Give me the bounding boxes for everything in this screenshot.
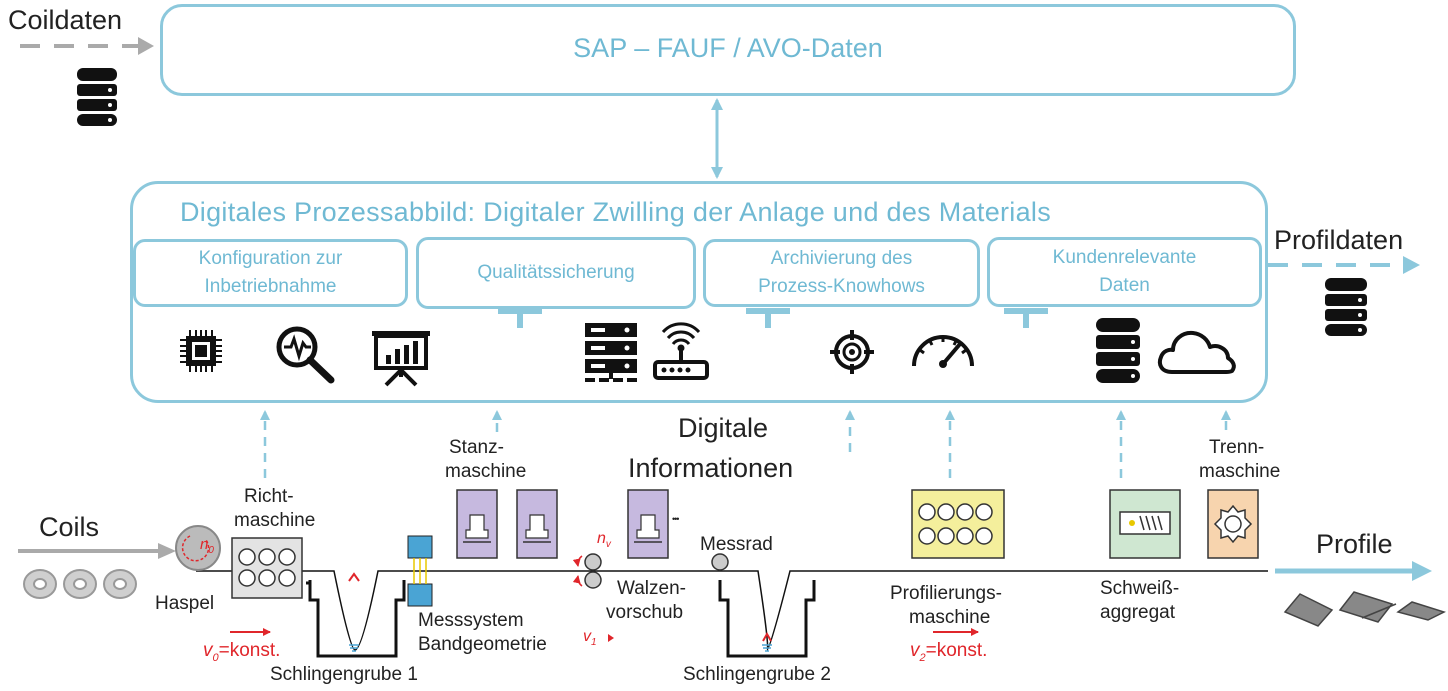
speedometer-icon (912, 335, 974, 368)
trennmaschine-box (1207, 489, 1259, 559)
module-qualitaet: Qualitätssicherung (416, 237, 696, 309)
sensor-1 (348, 572, 360, 582)
module-archivierung: Archivierung des Prozess-Knowhows (703, 239, 980, 307)
digitale-info-line1: Digitale (678, 413, 769, 443)
trenn-line1: Trenn- (1209, 437, 1265, 458)
module-archivierung-line1: Archivierung des (770, 248, 913, 269)
chip-icon (180, 330, 222, 372)
nv-sub: v (605, 539, 611, 551)
n0-label: n0 (200, 536, 214, 556)
profildaten-arrow (1268, 256, 1420, 274)
n0-letter: n (200, 536, 209, 553)
profile-label: Profile (1316, 529, 1393, 559)
schlingengrube1-label: Schlingengrube 1 (270, 664, 418, 685)
database-icon (1096, 318, 1140, 383)
messsystem-device (407, 535, 433, 607)
profile-arrow (1275, 561, 1432, 581)
v0-suffix: =konst. (218, 640, 281, 661)
nv-letter: n (597, 530, 606, 547)
module-qualitaet-line1: Qualitätssicherung (477, 262, 635, 283)
trenn-line2: maschine (1199, 461, 1281, 482)
v0-label: v0=konst. (203, 640, 280, 664)
profilierung-line1: Profilierungs- (890, 583, 1002, 604)
stanzmaschine-1 (456, 489, 498, 559)
stanzmaschine-2 (516, 489, 558, 559)
sap-title: SAP – FAUF / AVO-Daten (573, 33, 883, 63)
coils-label: Coils (39, 512, 100, 542)
stanz-line2: maschine (445, 461, 527, 482)
module-konfiguration-line1: Konfiguration zur (198, 248, 343, 269)
server-icon (585, 323, 637, 382)
schweiss-line2: aggregat (1100, 602, 1176, 623)
analysis-magnifier-icon (276, 326, 335, 384)
n0-sub: 0 (208, 545, 214, 556)
coildaten-database-icon (77, 68, 117, 126)
pit-1 (306, 580, 406, 658)
v2-letter: v (910, 640, 920, 661)
schweissaggregat-box (1109, 489, 1181, 559)
module-konfiguration-line2: Inbetriebnahme (204, 276, 337, 297)
module-konfiguration: Konfiguration zur Inbetriebnahme (133, 239, 408, 307)
module-connectors (498, 308, 1048, 328)
twin-title: Digitales Prozessabbild: Digitaler Zwill… (180, 197, 1052, 227)
module-kunden: Kundenrelevante Daten (987, 237, 1262, 307)
haspel-reel (175, 525, 221, 571)
v0-letter: v (203, 640, 213, 661)
v0-sub: 0 (212, 651, 219, 664)
coildaten-label: Coildaten (8, 5, 123, 35)
messrad-label: Messrad (700, 534, 773, 555)
sensor-2 (762, 631, 772, 642)
sap-box: SAP – FAUF / AVO-Daten (160, 4, 1296, 96)
richtmaschine-box (231, 537, 303, 599)
walzen-line2: vorschub (606, 602, 684, 623)
v1-letter: v (583, 628, 591, 645)
coildaten-arrow (20, 37, 154, 55)
richtmaschine-line2: maschine (234, 510, 316, 531)
v2-label: v2=konst. (910, 640, 987, 664)
profile-parts (1283, 591, 1446, 627)
messrad-wheel (711, 553, 729, 571)
presentation-chart-icon (372, 331, 430, 387)
router-icon (653, 322, 709, 380)
schlingengrube2-label: Schlingengrube 2 (683, 664, 831, 685)
digitale-info-line2: Informationen (628, 453, 794, 483)
strip-line (196, 570, 1268, 651)
v1-marker (608, 634, 614, 642)
v2-sub: 2 (919, 651, 926, 664)
messsystem-line2: Bandgeometrie (418, 634, 547, 655)
profilierung-line2: maschine (909, 607, 991, 628)
target-icon (830, 330, 874, 374)
stanz-line1: Stanz- (449, 437, 504, 458)
module-kunden-line2: Daten (1099, 275, 1150, 296)
cloud-icon (1157, 330, 1236, 374)
coils-arrow (18, 543, 176, 559)
profildaten-label: Profildaten (1274, 225, 1404, 255)
v1-label: v1 (583, 628, 597, 648)
stanz-more-dots: ••• (672, 514, 680, 524)
water-level-icons (349, 644, 772, 652)
stanzmaschine-3 (627, 489, 669, 559)
v2-suffix: =konst. (925, 640, 988, 661)
data-arrows (260, 410, 1231, 478)
richtmaschine-line1: Richt- (244, 486, 294, 507)
haspel-label: Haspel (155, 593, 215, 614)
walzen-line1: Walzen- (617, 578, 686, 599)
profildaten-database-icon (1325, 278, 1367, 336)
walzenvorschub-rolls (572, 553, 602, 589)
pit-2 (718, 580, 816, 658)
coil-icons (23, 569, 137, 599)
module-kunden-line1: Kundenrelevante (1052, 247, 1197, 268)
v1-sub: 1 (591, 637, 597, 649)
module-archivierung-line2: Prozess-Knowhows (758, 276, 925, 297)
profilierungsmaschine-box (911, 489, 1005, 559)
nv-label: nv (597, 530, 611, 550)
schweiss-line1: Schweiß- (1100, 578, 1180, 599)
messsystem-line1: Messsystem (418, 610, 524, 631)
